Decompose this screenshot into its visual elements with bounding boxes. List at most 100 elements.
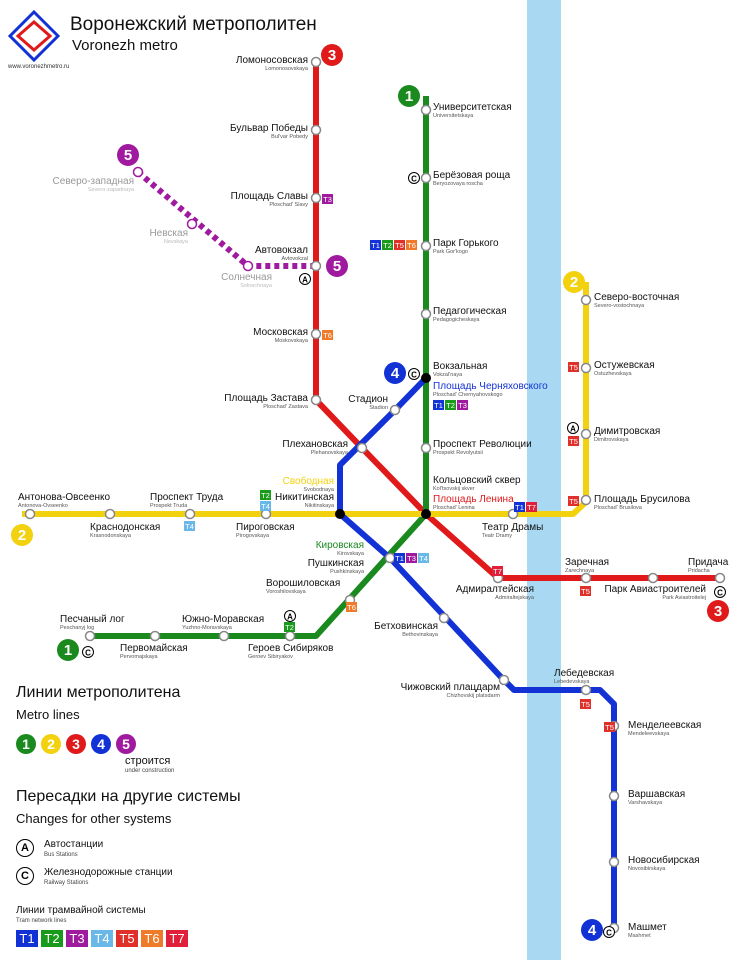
railway-icon-pridacha bbox=[714, 586, 726, 598]
station-label-prospekt-truda: Проспект Труда bbox=[150, 492, 224, 503]
line-1-green bbox=[90, 96, 429, 639]
line-1-badge-south-label: 1 bbox=[64, 642, 72, 659]
legend-line-1: 1 bbox=[16, 734, 36, 754]
station-pervomayskaya bbox=[149, 630, 161, 642]
station-label-pushkinskaya: Пушкинская bbox=[308, 558, 364, 569]
station-label-ploshchad-slavy: Площадь Славы bbox=[231, 191, 308, 202]
station-label-en-kirovskaya: Kirovskaya bbox=[337, 551, 365, 557]
station-ostuzhevskaya bbox=[580, 362, 592, 374]
tram-tag-pushkinskaya-trams-T3 bbox=[406, 553, 417, 563]
station-label-yuzhno-moravskaya: Южно-Моравская bbox=[182, 614, 264, 625]
station-prospekt-truda bbox=[184, 508, 196, 520]
station-vokzalnaya bbox=[421, 373, 431, 383]
station-label-en-varshavskaya: Varshavskaya bbox=[628, 800, 663, 806]
tram-tag-moskovskaya-trams-T6 bbox=[322, 330, 333, 340]
tram-tag-label-dimitrovskaya-trams-T5: T5 bbox=[569, 437, 578, 446]
tram-tag-park-gorkogo-trams-T2 bbox=[382, 240, 393, 250]
station-stadion bbox=[389, 404, 401, 416]
tram-tag-vokzalnaya-trams-T1 bbox=[433, 400, 444, 410]
tram-tag-pushkinskaya-trams-T1 bbox=[394, 553, 405, 563]
station-label-en-moskovskaya: Moskovskaya bbox=[275, 338, 309, 344]
station-label-en-ploshchad-slavy: Ploschad' Slavy bbox=[269, 202, 308, 208]
legend-bus: Автостанции bbox=[44, 839, 104, 850]
railway-icon-pridacha-label: C bbox=[717, 589, 723, 598]
station-label-en-voroshilovskaya: Voroshilovskaya bbox=[266, 589, 307, 595]
tram-tag-prospekt-truda-trams-T4 bbox=[184, 521, 195, 531]
station-label-en-severo-zapadnaya: Severo-zapadnaya bbox=[88, 187, 135, 193]
station-label-en-vokzalnaya: Vokzal'naya bbox=[433, 372, 463, 378]
tram-tag-label-vokzalnaya-trams-T1: T1 bbox=[434, 401, 443, 410]
station-label-en-teatr-dramy: Teatr Dramy bbox=[482, 533, 512, 539]
station-label-universitetskaya: Университетская bbox=[433, 102, 512, 113]
tram-tag-pushkinskaya-trams-T4 bbox=[418, 553, 429, 563]
legend-line-4: 4 bbox=[91, 734, 111, 754]
legend-transfers-title: Пересадки на другие системы bbox=[16, 788, 241, 805]
station-label-en-chizhovsky-platsdarm: Chizhovskij platsdarm bbox=[447, 693, 501, 699]
station-label-teatr-dramy: Театр Драмы bbox=[482, 522, 543, 533]
station-label-park-gorkogo: Парк Горького bbox=[433, 238, 499, 249]
station-lebedevskaya bbox=[580, 684, 592, 696]
railway-icon-beryozovaya-roshcha bbox=[408, 172, 420, 184]
tram-tag-ploshchad-slavy-trams-T3 bbox=[322, 194, 333, 204]
tram-tag-label-pushkinskaya-trams-T3: T3 bbox=[407, 554, 416, 563]
tram-tag-label-vokzalnaya-trams-T2: T2 bbox=[446, 401, 455, 410]
station-label-varshavskaya: Варшавская bbox=[628, 789, 685, 800]
station-label-geroev-sibiryakov: Героев Сибиряков bbox=[248, 642, 333, 654]
legend-rail-en: Railway Stations bbox=[44, 880, 89, 886]
legend-lines-title-en: Metro lines bbox=[16, 707, 80, 722]
station-krasnodonskaya bbox=[104, 508, 116, 520]
legend-lines-title: Линии метрополитена bbox=[16, 684, 181, 701]
station-severo-zapadnaya bbox=[132, 166, 144, 178]
line-4-badge-south-label: 4 bbox=[588, 922, 597, 939]
station-moskovskaya bbox=[310, 328, 322, 340]
tram-tag-label-admiralteyskaya-trams-T7: T7 bbox=[493, 567, 502, 576]
railway-icon-peschany-log bbox=[82, 646, 94, 658]
station-label-en-zarechnaya: Zarechnaya bbox=[565, 568, 595, 574]
legend-rail: Железнодорожные станции bbox=[44, 867, 173, 878]
tram-tag-label-zarechnaya-trams-T5: T5 bbox=[581, 587, 590, 596]
station-ploshchad-brusilova bbox=[580, 494, 592, 506]
station-label-en-bulvar-pobedy: Bul'var Pobedy bbox=[271, 134, 308, 140]
bus-station-icon: A bbox=[16, 839, 34, 857]
station-label-prospekt-revolyutsii: Проспект Революции bbox=[433, 439, 532, 450]
station-label-en-krasnodonskaya: Krasnodonskaya bbox=[90, 533, 132, 539]
station-label-en-peschany-log: Peschanyj log bbox=[60, 625, 94, 631]
station-label-ploshchad-zastava: Площадь Застава bbox=[224, 393, 308, 404]
legend-tram-t2: T2 bbox=[41, 930, 63, 947]
line-1-badge-north-label: 1 bbox=[405, 88, 413, 105]
station-label-en-lebedevskaya: Lebedevskaya bbox=[554, 679, 590, 685]
station-pedagogicheskaya bbox=[420, 308, 432, 320]
station-label-pervomayskaya: Первомайская bbox=[120, 643, 188, 654]
station-dimitrovskaya bbox=[580, 428, 592, 440]
station-label-nikitinskaya: Никитинская bbox=[275, 492, 334, 503]
station-label-en-mendeleevskaya: Mendeleevskaya bbox=[628, 731, 670, 737]
tram-tag-voroshilovskaya-trams-T6 bbox=[346, 602, 357, 612]
station-beryozovaya-roshcha bbox=[420, 172, 432, 184]
station-label-en-prospekt-truda: Prospekt Truda bbox=[150, 503, 188, 509]
line-5-badge-north-label: 5 bbox=[124, 147, 132, 164]
river bbox=[527, 0, 561, 960]
station-label-plekhanovskaya: Плехановская bbox=[282, 439, 348, 450]
station-label-en-ploshchad-brusilova: Ploschad' Brusilova bbox=[594, 505, 643, 511]
legend-tram-title: Линии трамвайной системы bbox=[16, 905, 146, 916]
line-4-blue bbox=[337, 375, 617, 928]
station-label-en-nevskaya: Nevskaya bbox=[164, 239, 189, 245]
tram-tag-label-park-gorkogo-trams-T5: T5 bbox=[395, 241, 404, 250]
railway-icon-peschany-log-label: C bbox=[85, 649, 91, 658]
bus-icon-geroev-sibiryakov-label: A bbox=[287, 613, 293, 622]
station-label-en-yuzhno-moravskaya: Yuzhno-Moravskaya bbox=[182, 625, 233, 631]
tram-tag-park-gorkogo-trams-T6 bbox=[406, 240, 417, 250]
site-url[interactable]: www.voronezhmetro.ru bbox=[8, 64, 70, 70]
tram-tag-label-moskovskaya-trams-T6: T6 bbox=[323, 331, 332, 340]
tram-tag-geroev-sibiryakov-trams-T2 bbox=[284, 622, 295, 632]
tram-tag-vokzalnaya-trams-T3 bbox=[457, 400, 468, 410]
station-zarechnaya bbox=[580, 572, 592, 584]
station-geroev-sibiryakov bbox=[284, 630, 296, 642]
railway-icon-vokzalnaya-label: C bbox=[411, 371, 417, 380]
station-label-antonova-ovseenko: Антонова-Овсеенко bbox=[18, 492, 111, 503]
legend-transfers-title-en: Changes for other systems bbox=[16, 811, 172, 826]
legend-tram-t6: T6 bbox=[141, 930, 163, 947]
station-lomonosovskaya bbox=[310, 56, 322, 68]
station-label-en-park-aviastroiteley: Park Aviastroitelej bbox=[662, 595, 706, 601]
